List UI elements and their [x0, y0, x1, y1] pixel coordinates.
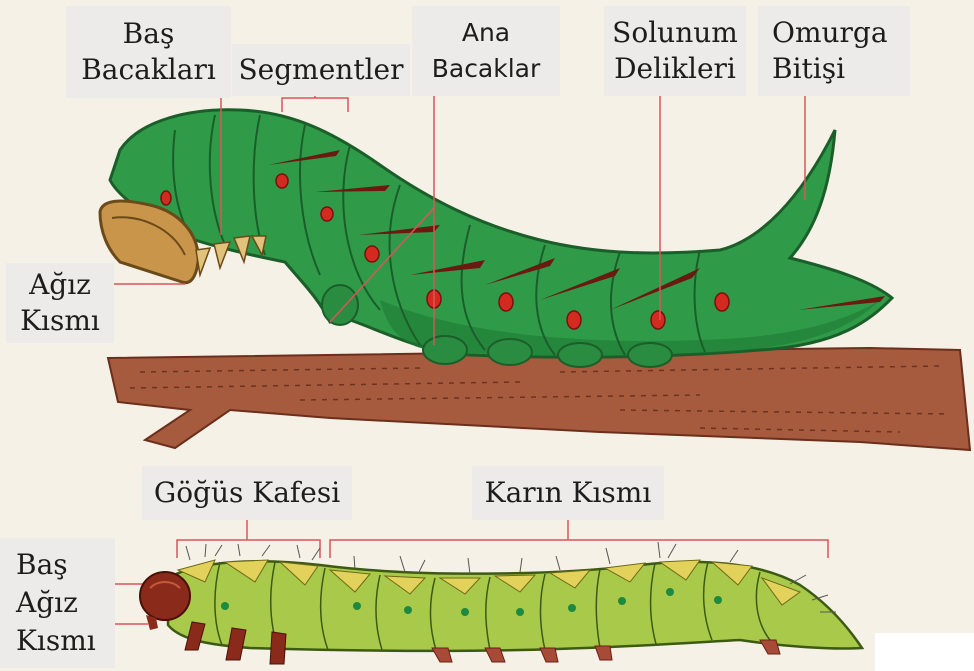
label-abdomen: Karın Kısmı: [472, 466, 664, 520]
label-main-legs-line1: Ana: [412, 15, 560, 51]
label-mouth: Ağız Kısmı: [6, 263, 114, 343]
label-spine-line2: Bitişi: [772, 51, 845, 87]
label-thorax-text: Göğüs Kafesi: [142, 475, 352, 511]
label-thorax: Göğüs Kafesi: [142, 466, 352, 520]
label-main-legs-line2: Bacaklar: [412, 51, 560, 87]
label-mouth-line1: Ağız: [6, 267, 114, 303]
label-spine: Omurga Bitişi: [758, 6, 910, 96]
label-mouth-line2: Kısmı: [6, 303, 114, 339]
label-spine-line1: Omurga: [772, 15, 888, 51]
label-head-legs: Baş Bacakları: [66, 6, 231, 98]
label-abdomen-text: Karın Kısmı: [472, 475, 664, 511]
label-segments: Segmentler: [232, 44, 410, 96]
corner-blank-box: [875, 633, 974, 671]
label-head-mouth: Baş Ağız Kısmı: [0, 538, 115, 668]
label-main-legs: Ana Bacaklar: [412, 6, 560, 96]
caterpillar-body: [100, 110, 892, 367]
label-spiracles: Solunum Delikleri: [604, 6, 746, 96]
branch: [108, 348, 970, 450]
label-head-legs-line1: Baş: [66, 16, 231, 52]
label-spiracles-line1: Solunum: [604, 15, 746, 51]
larva-body: [140, 542, 862, 664]
label-segments-text: Segmentler: [232, 52, 410, 88]
label-head-mouth-line1: Baş: [16, 546, 68, 584]
label-head-legs-line2: Bacakları: [66, 52, 231, 88]
label-head-mouth-line2: Ağız: [16, 584, 78, 622]
label-spiracles-line2: Delikleri: [604, 51, 746, 87]
label-head-mouth-line3: Kısmı: [16, 622, 96, 660]
